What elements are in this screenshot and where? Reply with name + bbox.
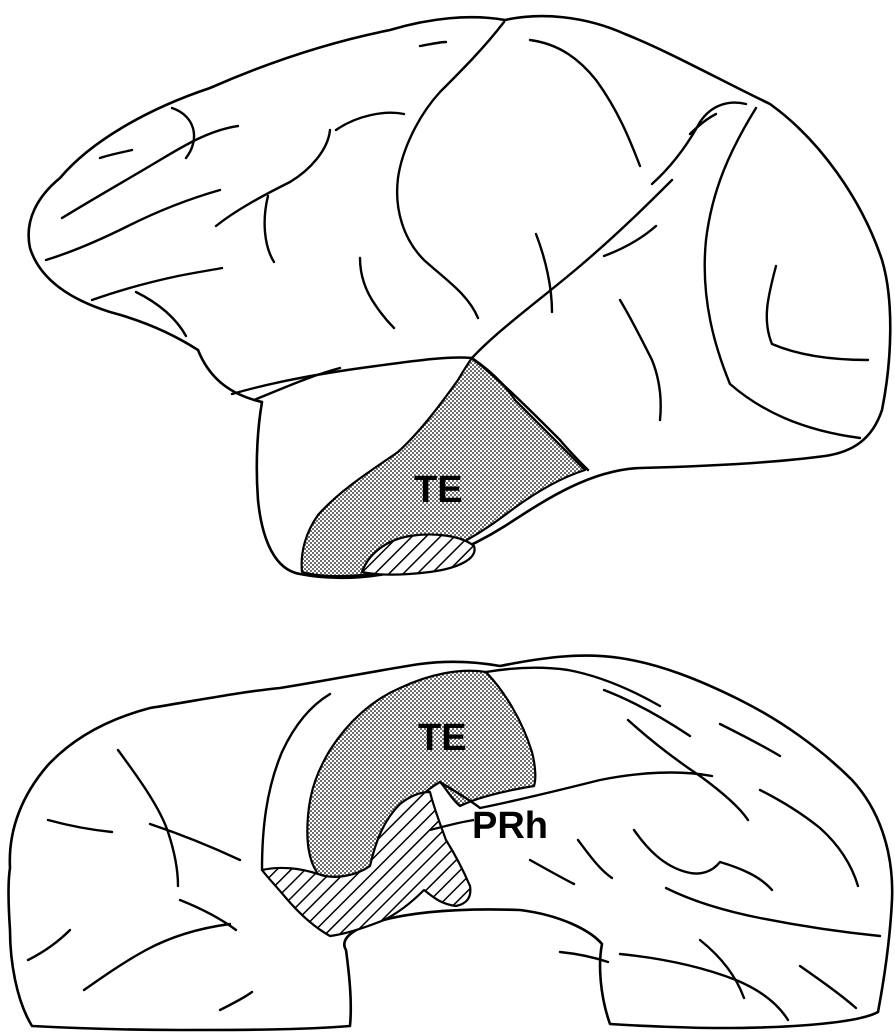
ventral-prh-label: PRh [472, 805, 548, 847]
ventral-view [9, 656, 893, 1030]
ventral-te-label: TE [418, 717, 467, 759]
lateral-te-label: TE [414, 469, 463, 511]
